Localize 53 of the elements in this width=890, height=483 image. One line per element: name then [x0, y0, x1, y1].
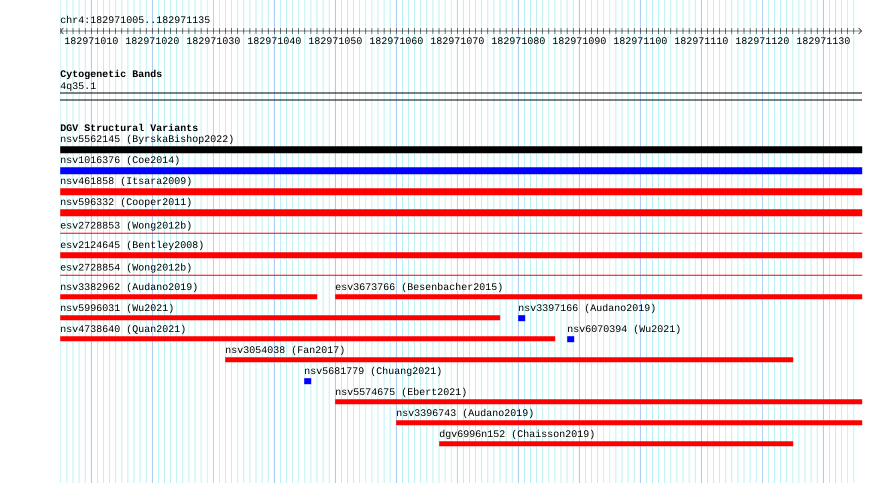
variant-bar: nsv461858 (Itsara2009)	[60, 176, 862, 196]
variant-bar: esv2124645 (Bentley2008)	[60, 240, 862, 258]
tick-label: 182971050	[309, 37, 362, 44]
node-label: nsv4738640 (Quan2021)	[61, 324, 185, 334]
tick-label: 182971020	[126, 37, 179, 44]
track-heading: Cytogenetic Bands	[60, 70, 162, 80]
tick-label: 182971030	[187, 37, 240, 44]
variant-bar: nsv4738640 (Quan2021)	[60, 324, 556, 342]
variant-bar: nsv5574675 (Ebert2021)	[335, 388, 862, 404]
node-label: nsv5562145 (ByrskaBishop2022)	[61, 134, 233, 144]
variant-bar: nsv3054038 (Fan2017)	[225, 346, 794, 362]
track-heading: DGV Structural Variants	[60, 124, 198, 132]
tick-label: 182971130	[797, 37, 850, 44]
band-label: 4q35.1	[60, 82, 96, 92]
variant-bar: dgv6996n152 (Chaisson2019)	[439, 430, 794, 446]
variant-bar: esv2728854 (Wong2012b)	[60, 263, 862, 276]
node-label: nsv3054038 (Fan2017)	[226, 346, 344, 356]
tick-label: 182971100	[614, 37, 667, 44]
node-label: nsv3397166 (Audano2019)	[519, 304, 655, 314]
variant-bar: esv2728853 (Wong2012b)	[60, 221, 862, 234]
variant-bar: nsv1016376 (Coe2014)	[60, 156, 862, 174]
node-label: nsv461858 (Itsara2009)	[61, 176, 191, 186]
tick-label: 182971060	[370, 37, 423, 44]
node-label: esv2728854 (Wong2012b)	[60, 263, 191, 273]
variant-bar: nsv3397166 (Audano2019)	[518, 304, 655, 322]
node-label: nsv3396743 (Audano2019)	[397, 408, 533, 418]
locus-title: chr4:182971005..182971135	[60, 16, 210, 24]
tick-label: 182971120	[736, 37, 789, 44]
variant-bar: nsv5562145 (ByrskaBishop2022)	[60, 134, 862, 154]
node-label: esv2728853 (Wong2012b)	[60, 221, 191, 231]
tick-label: 182971010	[65, 37, 118, 44]
node-label: nsv5574675 (Ebert2021)	[336, 388, 466, 398]
variant-bar: esv3673766 (Besenbacher2015)	[335, 282, 862, 300]
variant-bar: nsv5681779 (Chuang2021)	[304, 366, 441, 384]
tick-label: 182971090	[553, 37, 606, 44]
node-label: nsv6070394 (Wu2021)	[568, 324, 680, 334]
node-label: esv2124645 (Bentley2008)	[60, 240, 203, 250]
tick-label: 182971110	[675, 37, 728, 44]
tick-label: 182971040	[248, 37, 301, 44]
node-label: nsv5996031 (Wu2021)	[61, 304, 173, 314]
node-label: esv3673766 (Besenbacher2015)	[336, 282, 502, 292]
node-label: nsv5681779 (Chuang2021)	[305, 366, 441, 376]
variant-bar: nsv6070394 (Wu2021)	[567, 324, 680, 342]
variant-bar: nsv5996031 (Wu2021)	[60, 304, 500, 320]
node-label: nsv596332 (Cooper2011)	[61, 198, 191, 208]
tick-label: 182971070	[431, 37, 484, 44]
node-label: nsv1016376 (Coe2014)	[61, 156, 179, 166]
node-label: nsv3382962 (Audano2019)	[61, 282, 197, 292]
variant-bar: nsv596332 (Cooper2011)	[60, 198, 862, 216]
variant-bar: nsv3396743 (Audano2019)	[396, 408, 862, 426]
variant-bar: nsv3382962 (Audano2019)	[60, 282, 318, 300]
tick-label: 182971080	[492, 37, 545, 44]
node-label: dgv6996n152 (Chaisson2019)	[440, 430, 594, 440]
